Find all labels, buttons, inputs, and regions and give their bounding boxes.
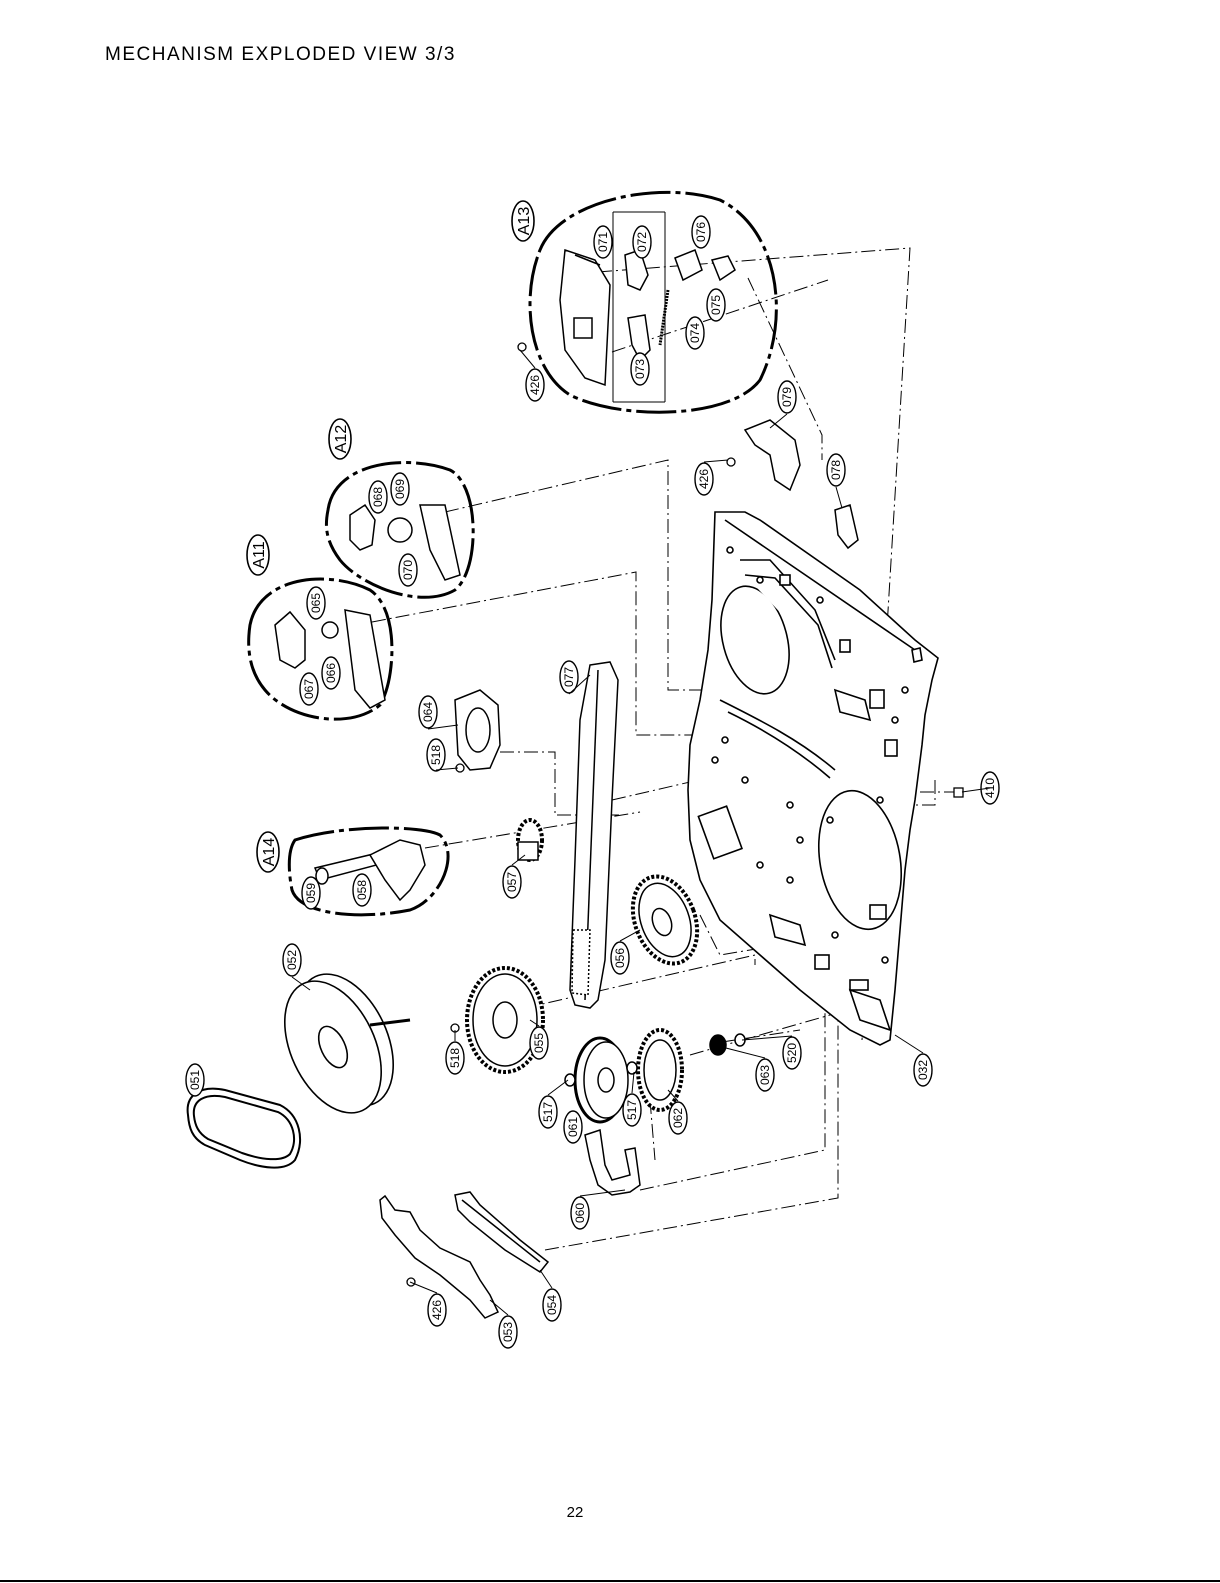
callout-label: 062 [671, 1108, 685, 1128]
page-number: 22 [0, 1504, 1150, 1521]
callout-label: 426 [697, 469, 711, 489]
callout-label: 074 [688, 323, 702, 343]
callout-060: 060 [571, 1197, 589, 1229]
callout-label: 518 [448, 1048, 462, 1068]
callout-label: 073 [633, 359, 647, 379]
callout-426-bottom: 426 [428, 1294, 446, 1326]
callout-520: 520 [783, 1037, 801, 1069]
callout-059: 059 [302, 877, 320, 909]
callout-label: 070 [401, 560, 415, 580]
callout-label: 052 [285, 950, 299, 970]
callout-518-upper: 518 [427, 739, 445, 771]
callout-label: 066 [324, 663, 338, 683]
assembly-label-a11: A11 [247, 535, 269, 575]
callout-074: 074 [686, 317, 704, 349]
bottom-rule [0, 1580, 1220, 1582]
callout-065: 065 [307, 587, 325, 619]
callout-label: 077 [562, 667, 576, 687]
callout-label: 075 [709, 295, 723, 315]
callout-055: 055 [530, 1027, 548, 1059]
callout-517-right: 517 [623, 1094, 641, 1126]
callout-label: 056 [613, 948, 627, 968]
callout-label: 071 [596, 232, 610, 252]
callout-075: 075 [707, 289, 725, 321]
belt-part [188, 1089, 300, 1168]
callout-label: 032 [916, 1060, 930, 1080]
callout-518-lower: 518 [446, 1042, 464, 1074]
callout-072: 072 [633, 226, 651, 258]
callout-073: 073 [631, 353, 649, 385]
callout-label: 064 [421, 702, 435, 722]
callout-069: 069 [391, 473, 409, 505]
callout-label: 517 [625, 1100, 639, 1120]
flywheel-part [265, 959, 412, 1128]
callout-label: 518 [429, 745, 443, 765]
callout-053: 053 [499, 1316, 517, 1348]
callout-056: 056 [611, 942, 629, 974]
callout-label: 051 [188, 1070, 202, 1090]
callout-label: 063 [758, 1065, 772, 1085]
callout-label: 061 [566, 1117, 580, 1137]
callout-label: 053 [501, 1322, 515, 1342]
svg-text:A13: A13 [516, 207, 533, 236]
callout-066: 066 [322, 657, 340, 689]
callout-071: 071 [594, 226, 612, 258]
callout-062: 062 [669, 1102, 687, 1134]
callout-label: 068 [371, 487, 385, 507]
callout-063: 063 [756, 1059, 774, 1091]
callout-label: 517 [541, 1102, 555, 1122]
callout-058: 058 [353, 874, 371, 906]
svg-text:A12: A12 [333, 425, 350, 454]
assembly-label-a12: A12 [329, 419, 351, 459]
callout-061: 061 [564, 1111, 582, 1143]
bracket-parts [315, 690, 500, 900]
callout-426-a13: 426 [526, 369, 544, 401]
callout-079: 079 [778, 381, 796, 413]
callout-070: 070 [399, 554, 417, 586]
callout-label: 059 [304, 883, 318, 903]
callout-label: 065 [309, 593, 323, 613]
callout-label: 067 [302, 679, 316, 699]
callout-label: 055 [532, 1033, 546, 1053]
callout-label: 076 [694, 222, 708, 242]
pulley-parts [565, 1030, 745, 1195]
callout-078: 078 [827, 454, 845, 486]
callout-label: 069 [393, 479, 407, 499]
callout-label: 072 [635, 232, 649, 252]
callout-051: 051 [186, 1064, 204, 1096]
callout-label: 410 [983, 778, 997, 798]
main-chassis [688, 512, 938, 1045]
callout-068: 068 [369, 481, 387, 513]
callout-label: 058 [355, 880, 369, 900]
callout-label: 520 [785, 1043, 799, 1063]
assembly-label-a14: A14 [257, 832, 279, 872]
callout-064: 064 [419, 696, 437, 728]
svg-text:A14: A14 [261, 838, 278, 867]
callout-label: 079 [780, 387, 794, 407]
callout-054: 054 [543, 1289, 561, 1321]
callout-label: 057 [505, 872, 519, 892]
callout-032: 032 [914, 1054, 932, 1086]
callout-label: 054 [545, 1295, 559, 1315]
callout-052: 052 [283, 944, 301, 976]
callout-517-left: 517 [539, 1096, 557, 1128]
assembly-label-a13: A13 [512, 201, 534, 241]
callout-057: 057 [503, 866, 521, 898]
callout-426-mid: 426 [695, 463, 713, 495]
callout-label: 426 [528, 375, 542, 395]
callout-067: 067 [300, 673, 318, 705]
callout-label: 426 [430, 1300, 444, 1320]
svg-text:A11: A11 [251, 541, 268, 568]
callout-label: 060 [573, 1203, 587, 1223]
lever-plate-parts [380, 1192, 548, 1318]
callout-label: 078 [829, 460, 843, 480]
callout-076: 076 [692, 216, 710, 248]
